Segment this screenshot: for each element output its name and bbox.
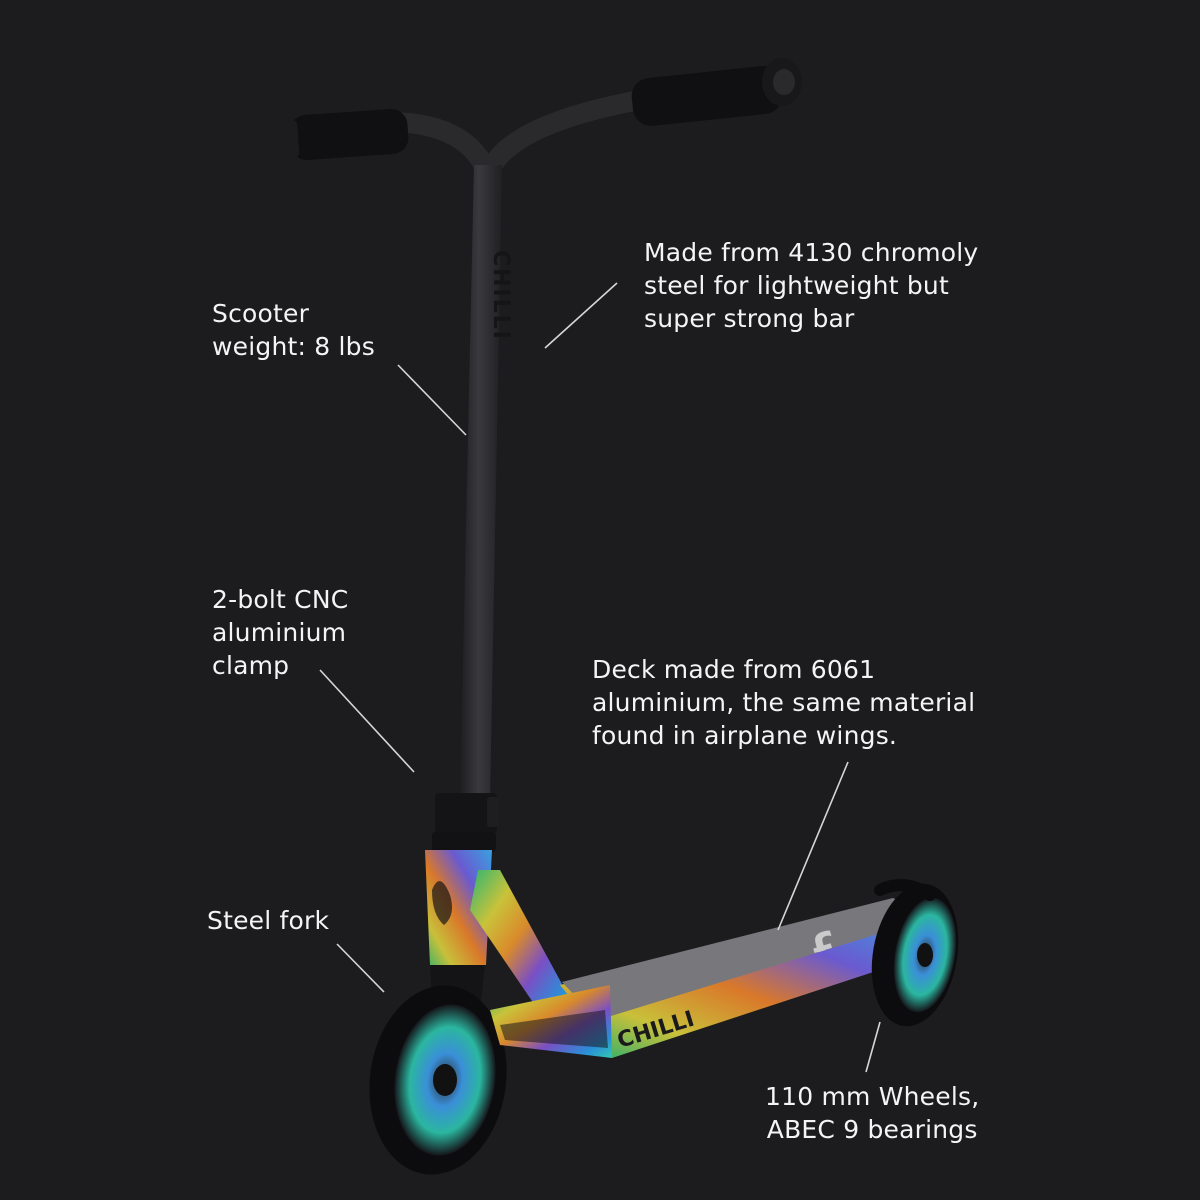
handlebar-crossbar (385, 90, 650, 206)
leader-bar (544, 282, 618, 349)
callout-scooter-weight: Scooter weight: 8 lbs (212, 299, 375, 361)
left-grip (285, 109, 409, 160)
front-wheel (369, 985, 507, 1175)
leader-fork (336, 943, 385, 993)
leader-weight (397, 364, 467, 436)
head-tube (425, 850, 492, 965)
leader-wheels (865, 1021, 881, 1073)
callout-clamp: 2-bolt CNC aluminium clamp (212, 585, 349, 680)
leader-deck (777, 761, 849, 931)
clamp (435, 793, 497, 833)
deck-side (598, 918, 940, 1058)
callout-deck-material: Deck made from 6061 aluminium, the same … (592, 655, 976, 750)
callout-fork: Steel fork (207, 906, 330, 935)
callout-bar-material: Made from 4130 chromoly steel for lightw… (644, 238, 979, 333)
leader-lines (319, 282, 881, 1073)
bar-tube (460, 165, 502, 800)
grip-tape (562, 898, 930, 1020)
callout-wheels: 110 mm Wheels, ABEC 9 bearings (765, 1082, 980, 1144)
right-grip (631, 58, 802, 126)
neck-tube (470, 870, 575, 1020)
rear-wheel (871, 879, 959, 1027)
leader-clamp (319, 669, 415, 773)
bar-logo: CHILLI (488, 250, 513, 341)
